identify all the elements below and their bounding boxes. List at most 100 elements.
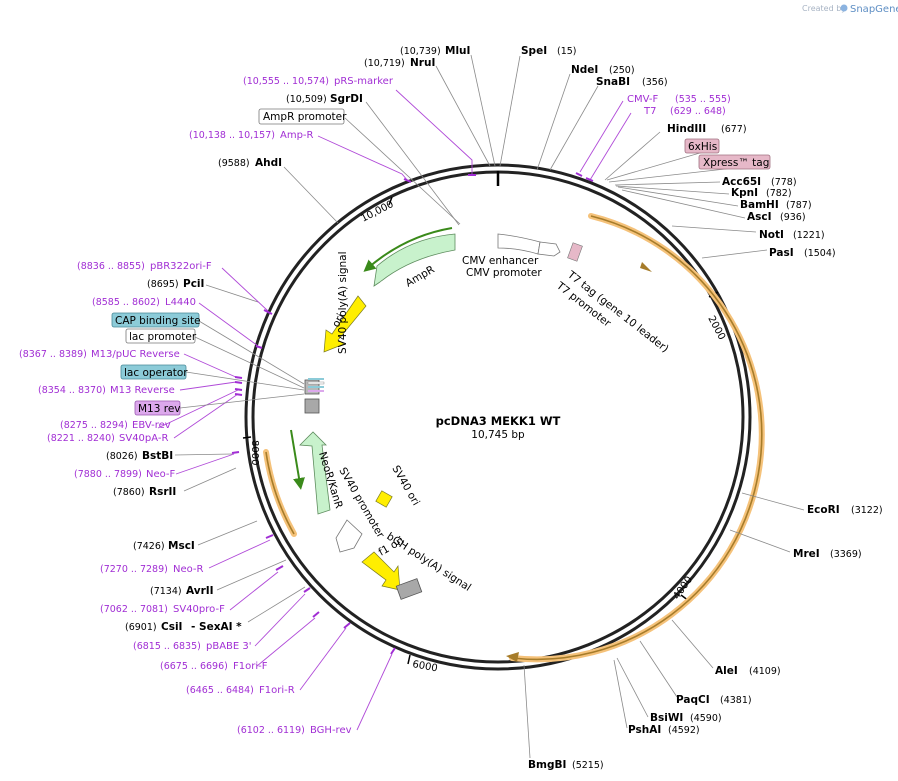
ampr-arrow [373, 233, 456, 287]
primer-pbr322ori-f-pos: (8836 .. 8855) [77, 261, 145, 272]
site-mrei-pos: (3369) [830, 549, 862, 560]
primer-prs-marker-name: pRS-marker [334, 76, 394, 87]
m13-rev-box [134, 400, 181, 416]
site-nrui-name: NruI [410, 57, 435, 69]
primer-sv40pro-f-name: SV40pro-F [173, 604, 225, 615]
site-pasi-pos: (1504) [804, 248, 836, 259]
cap-binding-site-box [111, 312, 200, 328]
primer-leaders [157, 89, 632, 731]
lac-operator-box [120, 364, 187, 380]
site-mlui-name: MluI [445, 45, 470, 57]
site-sexai-name: - SexAI * [191, 621, 242, 633]
primer-m13-rev-name: M13 Reverse [110, 385, 175, 396]
cmv-enhancer-arrow [497, 233, 541, 255]
site-sgrdi-name: SgrDI [330, 93, 363, 105]
site-asci-name: AscI [747, 211, 772, 223]
primer-pbabe3-pos: (6815 .. 6835) [133, 641, 201, 652]
site-alei-name: AleI [715, 665, 738, 677]
primer-marks [231, 172, 594, 655]
site-pcii-name: PciI [183, 278, 204, 290]
site-spei-name: SpeI [521, 45, 547, 57]
primer-sv40pro-f-pos: (7062 .. 7081) [100, 604, 168, 615]
ampr-label: AmpR [404, 264, 437, 290]
site-paqci-pos: (4381) [720, 695, 752, 706]
site-avrii-name: AvrII [186, 585, 214, 597]
mekk1-orf-tick-arrow [640, 262, 652, 272]
mekk1-orf-arc-glow [509, 213, 765, 663]
site-kpni-name: KpnI [731, 187, 758, 199]
mekk1-orf-arrowhead [506, 652, 519, 662]
site-nrui-pos: (10,719) [364, 58, 405, 69]
restriction-site-labels: (10,739) MluI (10,719) NruI SpeI (15) Nd… [106, 45, 883, 771]
primer-sv40pa-r-pos: (8221 .. 8240) [47, 433, 115, 444]
neor-orf-line [290, 429, 305, 490]
site-msci-pos: (7426) [133, 541, 165, 552]
site-rsrii-pos: (7860) [113, 487, 145, 498]
cap-binding-site-label: CAP binding site [115, 315, 201, 327]
primer-neo-f-name: Neo-F [146, 469, 176, 480]
site-avrii-pos: (7134) [150, 586, 182, 597]
primer-ebv-rev-pos: (8275 .. 8294) [60, 420, 128, 431]
site-csii-pos: (6901) [125, 622, 157, 633]
primer-ebv-rev-name: EBV-rev [132, 420, 171, 431]
primer-prs-marker-pos: (10,555 .. 10,574) [243, 76, 329, 87]
site-msci-name: MscI [168, 540, 195, 552]
tick-8000 [242, 436, 252, 439]
plasmid-name: pcDNA3 MEKK1 WT [436, 414, 561, 428]
ampr-promoter-label: AmpR promoter [263, 111, 347, 123]
lac-feature-stack [307, 378, 325, 392]
site-bmgbi-name: BmgBI [528, 759, 566, 771]
credit-brand: SnapGene [850, 4, 898, 15]
snapgene-logo-icon [840, 4, 848, 12]
primer-m13-rev-pos: (8354 .. 8370) [38, 385, 106, 396]
m13-rev-label: M13 rev [138, 403, 181, 415]
primer-cmv-f-pos: (535 .. 555) [675, 94, 731, 105]
site-snabi-name: SnaBI [596, 76, 630, 88]
site-csii-name: CsiI [161, 621, 182, 633]
backbone-outer-circle [244, 163, 752, 671]
primer-labels: (10,555 .. 10,574) pRS-marker (10,138 ..… [19, 76, 731, 736]
tick-10000 [388, 196, 393, 206]
primer-f1ori-f-name: F1ori-F [233, 661, 268, 672]
site-ecori-pos: (3122) [851, 505, 883, 516]
primer-neo-r-name: Neo-R [173, 564, 204, 575]
ampr-orf-line [363, 227, 453, 272]
primer-l4440-pos: (8585 .. 8602) [92, 297, 160, 308]
cmv-enhancer-label: CMV enhancer [462, 255, 539, 267]
site-rsrii-name: RsrII [149, 486, 176, 498]
site-kpni-pos: (782) [766, 188, 792, 199]
enzyme-leaders [174, 54, 805, 759]
site-pshai-name: PshAI [628, 724, 661, 736]
cmv-promoter-arrow [537, 241, 561, 257]
lac-operator-label: lac operator [124, 367, 188, 379]
site-bsiwi-pos: (4590) [690, 713, 722, 724]
primer-f1ori-r-name: F1ori-R [259, 685, 295, 696]
site-bamhi-name: BamHI [740, 199, 779, 211]
site-acc65i-pos: (778) [771, 177, 797, 188]
site-noti-name: NotI [759, 229, 784, 241]
primer-amp-r-pos: (10,138 .. 10,157) [189, 130, 275, 141]
xpress-tag-box [698, 154, 771, 170]
sv40-ori-label: SV40 ori [389, 464, 422, 508]
sv40-polya-grey [304, 398, 320, 414]
t7-promoter-marker [567, 242, 583, 262]
t7-tag-label: T7 tag (gene 10 leader) [564, 268, 670, 355]
site-bstbi-name: BstBI [142, 450, 173, 462]
tick-label-6000: 6000 [411, 659, 438, 674]
bgh-polya-block [395, 578, 423, 600]
ori-arrow [323, 295, 367, 353]
6xhis-label: 6xHis [688, 141, 717, 153]
sv40-promoter-arrow [335, 519, 363, 553]
site-snabi-pos: (356) [642, 77, 668, 88]
primer-bgh-rev-pos: (6102 .. 6119) [237, 725, 305, 736]
tick-label-8000: 8000 [249, 440, 260, 465]
site-ndei-name: NdeI [571, 64, 598, 76]
lac-promoter-box [125, 328, 196, 344]
primer-f1ori-f-pos: (6675 .. 6696) [160, 661, 228, 672]
plasmid-length: 10,745 bp [471, 429, 525, 441]
site-noti-pos: (1221) [793, 230, 825, 241]
site-bmgbi-pos: (5215) [572, 760, 604, 771]
primer-sv40pa-r-name: SV40pA-R [119, 433, 168, 444]
site-ecori-name: EcoRI [807, 504, 840, 516]
primer-amp-r-name: Amp-R [280, 130, 314, 141]
